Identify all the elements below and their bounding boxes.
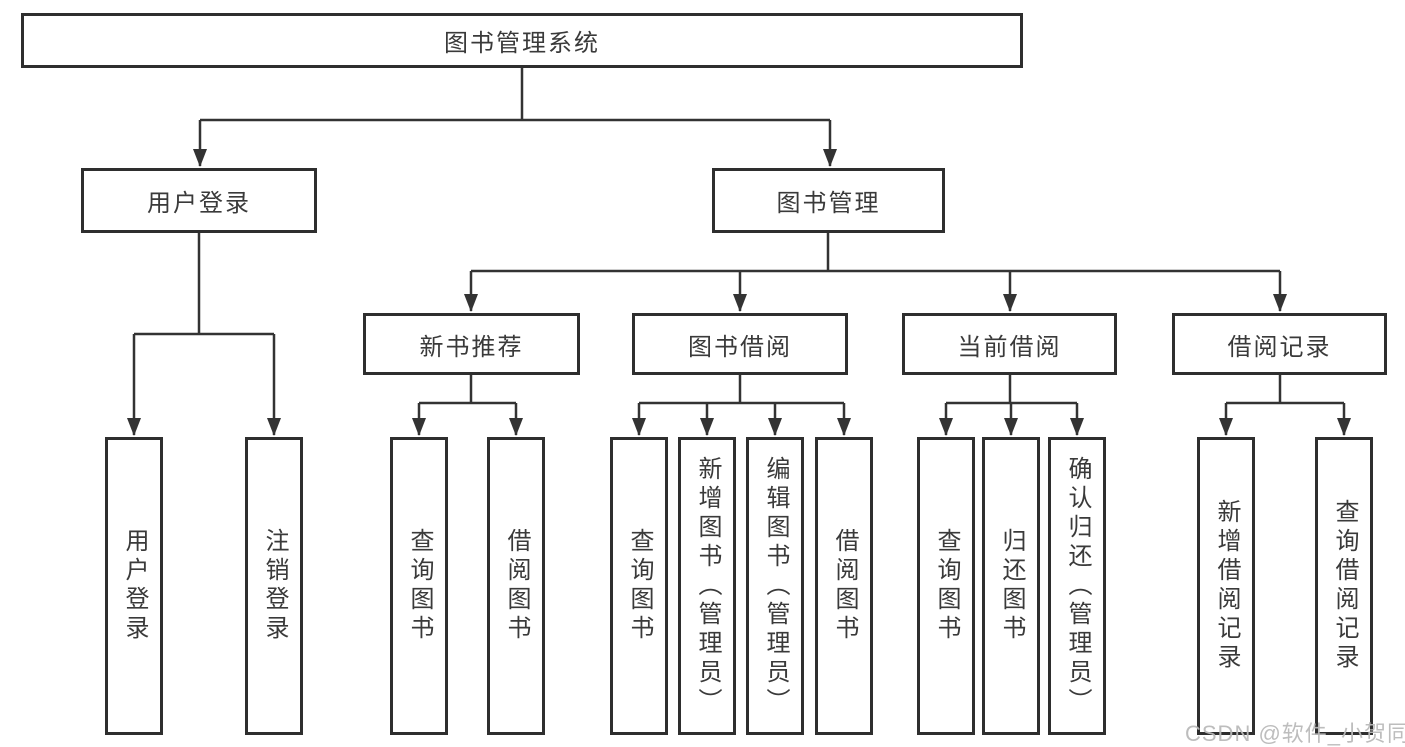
node-current-borrow: 当前借阅 (902, 313, 1117, 375)
arrowhead-icons (127, 149, 1351, 436)
node-book-borrow: 图书借阅 (632, 313, 848, 375)
node-leaf-add-books-admin: 新增图书（管理员） (678, 437, 736, 735)
node-label: 新书推荐 (419, 333, 524, 361)
node-label: 借阅图书 (831, 528, 858, 644)
node-leaf-query-books-borrow: 查询图书 (610, 437, 668, 735)
node-label: 查询图书 (626, 528, 653, 644)
node-borrow-records: 借阅记录 (1172, 313, 1387, 375)
node-leaf-borrow-books: 借阅图书 (815, 437, 873, 735)
node-label: 注销登录 (261, 528, 288, 644)
node-label: 确认归还（管理员） (1064, 455, 1091, 717)
node-label: 图书借阅 (688, 333, 792, 361)
node-label: 图书管理 (776, 190, 881, 217)
node-leaf-edit-books-admin: 编辑图书（管理员） (746, 437, 804, 735)
node-label: 借阅记录 (1227, 333, 1332, 361)
node-label: 图书管理系统 (444, 30, 600, 57)
node-label: 查询图书 (406, 528, 433, 644)
node-leaf-return-books: 归还图书 (982, 437, 1040, 735)
node-leaf-query-books-recommend: 查询图书 (390, 437, 448, 735)
node-root-system: 图书管理系统 (21, 13, 1023, 68)
node-label: 当前借阅 (957, 333, 1062, 361)
node-leaf-logout: 注销登录 (245, 437, 303, 735)
node-leaf-query-borrow-record: 查询借阅记录 (1315, 437, 1373, 735)
node-label: 查询借阅记录 (1331, 499, 1358, 673)
node-user-login: 用户登录 (81, 168, 317, 233)
node-label: 用户登录 (147, 190, 251, 217)
node-book-management: 图书管理 (712, 168, 945, 233)
csdn-watermark: CSDN @软件_小贺同学 (1185, 721, 1405, 746)
node-leaf-borrow-books-recommend: 借阅图书 (487, 437, 545, 735)
node-label: 用户登录 (121, 528, 148, 644)
node-label: 编辑图书（管理员） (762, 455, 789, 717)
node-leaf-query-books-current: 查询图书 (917, 437, 975, 735)
node-label: 归还图书 (998, 528, 1025, 644)
node-label: 新增图书（管理员） (694, 455, 721, 717)
node-label: 查询图书 (933, 528, 960, 644)
node-label: 新增借阅记录 (1213, 499, 1240, 673)
node-leaf-add-borrow-record: 新增借阅记录 (1197, 437, 1255, 735)
node-label: 借阅图书 (503, 528, 530, 644)
node-new-book-recommend: 新书推荐 (363, 313, 580, 375)
node-leaf-user-login: 用户登录 (105, 437, 163, 735)
node-leaf-confirm-return-admin: 确认归还（管理员） (1048, 437, 1106, 735)
